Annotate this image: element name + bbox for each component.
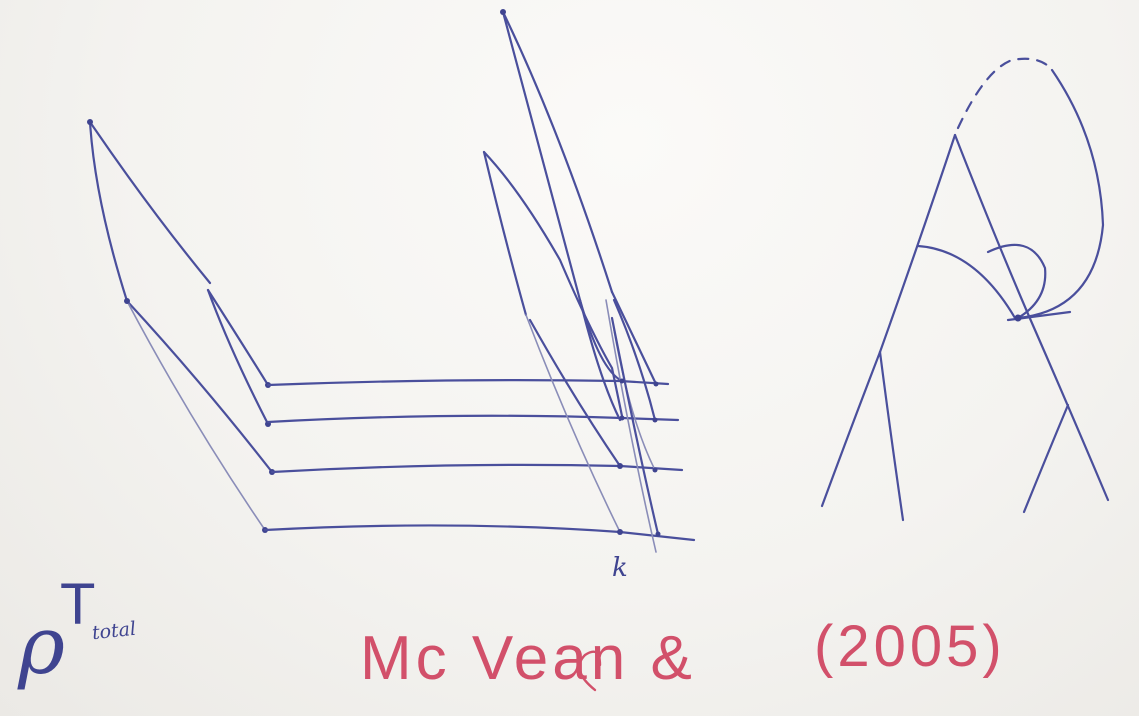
right-tree-branch-to-row3: [528, 318, 622, 468]
recomb-leaf-3: [1022, 403, 1070, 514]
right-tree-root-right: [501, 10, 614, 294]
lineage-row-1: [266, 379, 670, 387]
recombination-tree: [820, 57, 1110, 522]
recomb-node: [1014, 314, 1022, 322]
left-tree-outer-branch: [88, 120, 129, 303]
k-label: k: [612, 553, 628, 583]
right-tree-root-node: [500, 9, 506, 15]
recomb-leaf-2: [878, 350, 905, 522]
left-tree-root-node: [87, 119, 93, 125]
right-tree: [482, 9, 661, 553]
left-tree-branch-to-row3: [125, 299, 274, 474]
recomb-dashed-arc: [956, 57, 1054, 130]
right-tree-long-line: [605, 299, 657, 553]
row4-right-node: [617, 529, 623, 535]
recomb-trunk-left: [878, 133, 957, 354]
row2-far-node: [652, 417, 658, 423]
right-tree-branch-b: [610, 290, 658, 386]
right-tree-branch-a: [578, 298, 624, 383]
row2-right-node: [619, 415, 625, 421]
right-tree-root-left: [501, 10, 622, 422]
left-tree-branch-to-row1: [206, 288, 270, 387]
recomb-crossbar: [916, 244, 1017, 320]
row3-far-node: [652, 467, 658, 473]
lineage-row-3: [270, 463, 684, 474]
right-tree-branch-to-row4: [525, 314, 621, 533]
row1-far-node: [653, 381, 659, 387]
ampersand-stroke: [578, 650, 602, 692]
t-symbol: T: [60, 572, 96, 637]
right-tree-inner-arc: [482, 150, 624, 418]
recomb-big-loop: [1016, 68, 1105, 320]
row3-right-node: [617, 463, 623, 469]
right-tree-inner-left: [482, 150, 528, 317]
recomb-small-loop: [986, 243, 1047, 320]
citation-year: (2005): [814, 614, 1006, 679]
author-citation: Mc Vean &: [360, 624, 696, 693]
left-tree-branch-to-row2: [206, 288, 270, 426]
row4-far-node: [655, 531, 661, 537]
right-tree-branch-e: [610, 316, 660, 536]
recomb-leaf-1: [820, 350, 882, 508]
recomb-trunk-right: [953, 133, 1110, 502]
t-subscript-total: total: [90, 617, 138, 645]
lineage-row-4: [263, 524, 696, 542]
right-tree-branch-c: [612, 298, 657, 422]
row1-right-node: [619, 378, 625, 384]
lineage-lines: [263, 379, 696, 542]
left-tree: [87, 119, 275, 533]
lineage-row-2: [266, 414, 680, 424]
left-tree-top-right-branch: [88, 120, 212, 285]
rho-symbol: ρ: [18, 599, 66, 692]
left-tree-node: [124, 298, 130, 304]
left-tree-branch-to-row4: [126, 300, 266, 531]
